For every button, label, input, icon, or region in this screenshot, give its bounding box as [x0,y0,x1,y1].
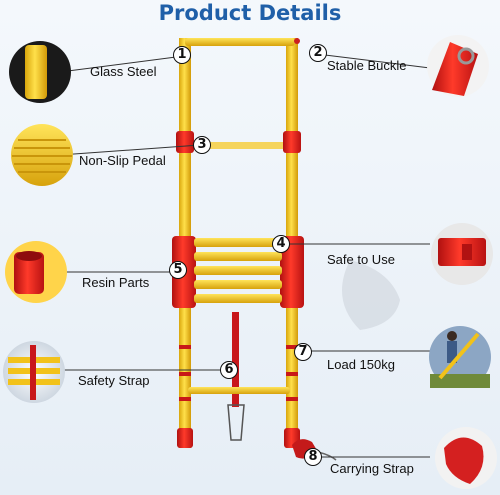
callout-number-8: 8 [304,448,322,466]
ladder-rail-right-lower [286,308,298,448]
callout-label-carrying-strap: Carrying Strap [330,461,414,476]
safety-strap [232,312,239,407]
callout-label-load-capacity: Load 150kg [327,357,395,372]
resin-joint-left [176,131,194,153]
background-leaf-shape [342,260,400,330]
ladder-rung [188,142,290,149]
callout-label-safety-strap: Safety Strap [78,373,150,388]
detail-non-slip-pedal [11,124,73,186]
detail-load-capacity [429,326,491,388]
detail-resin-parts [5,241,67,303]
callout-label-non-slip-pedal: Non-Slip Pedal [79,153,166,168]
ladder-lower-rung [188,387,290,394]
ladder-foot-left [177,428,193,448]
page-title: Product Details [158,1,342,25]
ladder-top-rung [185,38,295,46]
top-buckle [294,38,300,44]
safety-strap-hook [227,404,245,441]
callout-number-6: 6 [220,361,238,379]
callout-label-safe-to-use: Safe to Use [327,252,395,267]
callout-label-stable-buckle: Stable Buckle [327,58,407,73]
stacked-rungs [194,238,282,303]
callout-label-resin-parts: Resin Parts [82,275,150,290]
callout-number-3: 3 [193,136,211,154]
detail-safe-to-use [431,223,493,285]
detail-glass-steel [9,41,71,103]
callout-label-glass-steel: Glass Steel [90,64,157,79]
callout-number-4: 4 [272,235,290,253]
resin-joint-right [283,131,301,153]
callout-number-2: 2 [309,44,327,62]
detail-carrying-strap [435,427,497,489]
callout-number-7: 7 [294,343,312,361]
resin-block-right [280,236,304,308]
detail-stable-buckle [427,35,489,97]
callout-number-1: 1 [173,46,191,64]
ladder-rail-left-lower [179,308,191,448]
leader-lines [59,54,431,458]
rail-markers [179,345,298,401]
detail-safety-strap [3,341,65,403]
callout-number-5: 5 [169,261,187,279]
